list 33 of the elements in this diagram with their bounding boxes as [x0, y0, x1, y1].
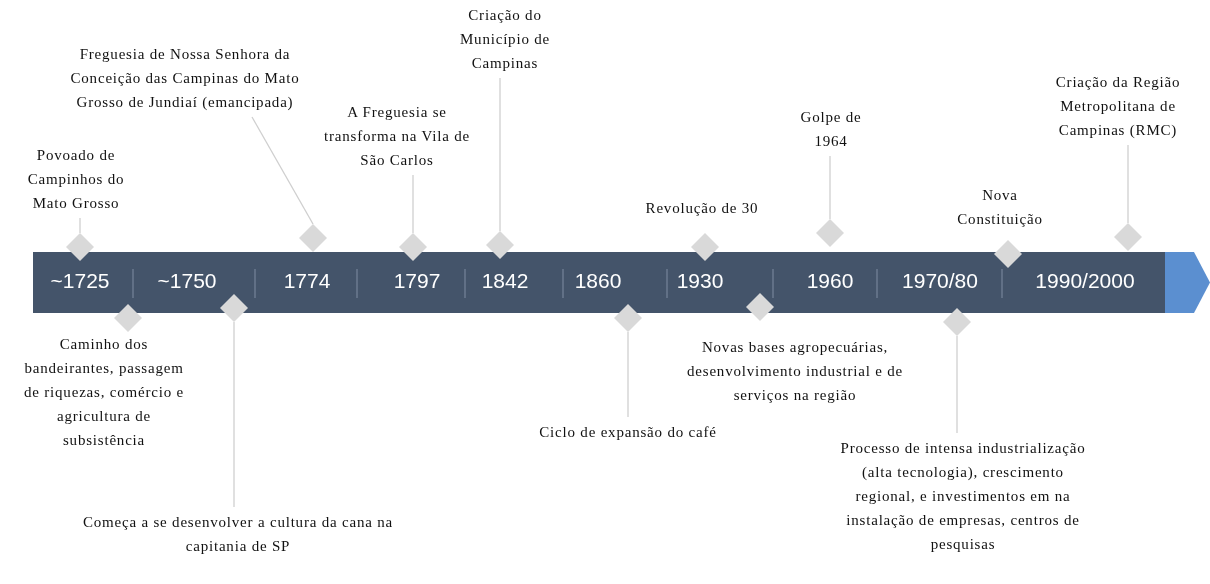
- diamond-marker: [746, 293, 774, 321]
- diamond-marker: [816, 219, 844, 247]
- diamond-marker: [943, 308, 971, 336]
- event-text: Golpe de 1964: [786, 105, 876, 153]
- diamond-marker: [691, 233, 719, 261]
- year-label: ~1725: [50, 269, 110, 293]
- year-label: 1970/80: [902, 269, 978, 293]
- diamond-marker: [399, 233, 427, 261]
- event-text: Povoado de Campinhos do Mato Grosso: [11, 143, 141, 215]
- diamond-marker: [994, 240, 1022, 268]
- year-label: ~1750: [157, 269, 217, 293]
- diamond-marker: [66, 233, 94, 261]
- year-label: 1930: [676, 269, 724, 293]
- year-label: 1842: [481, 269, 529, 293]
- event-text: Nova Constituição: [956, 186, 1044, 229]
- event-text: Revolução de 30: [644, 199, 760, 218]
- year-label: 1860: [574, 269, 622, 293]
- year-label: 1960: [806, 269, 854, 293]
- year-label: 1797: [393, 269, 441, 293]
- diamond-marker: [614, 304, 642, 332]
- diamond-marker: [114, 304, 142, 332]
- event-text: Processo de intensa industrialização (alta tecnologia), crescimento regional, e investimentos em na instalação de empresas, centros de pesquisas: [840, 436, 1086, 556]
- event-text: Ciclo de expansão do café: [498, 420, 758, 444]
- year-label: 1990/2000: [1035, 269, 1135, 293]
- event-text: Novas bases agropecuárias, desenvolvimento industrial e de serviços na região: [686, 338, 904, 405]
- event-text: Criação da Região Metropolitana de Campinas (RMC): [1030, 70, 1206, 142]
- leader-line: [251, 116, 314, 225]
- event-text: Caminho dos bandeirantes, passagem de riquezas, comércio e agricultura de subsistência: [23, 335, 185, 450]
- diamond-marker: [220, 294, 248, 322]
- event-text: Começa a se desenvolver a cultura da cana na capitania de SP: [63, 510, 413, 558]
- year-label: 1774: [283, 269, 331, 293]
- event-text: Criação do Município de Campinas: [440, 3, 570, 75]
- diamond-marker: [486, 231, 514, 259]
